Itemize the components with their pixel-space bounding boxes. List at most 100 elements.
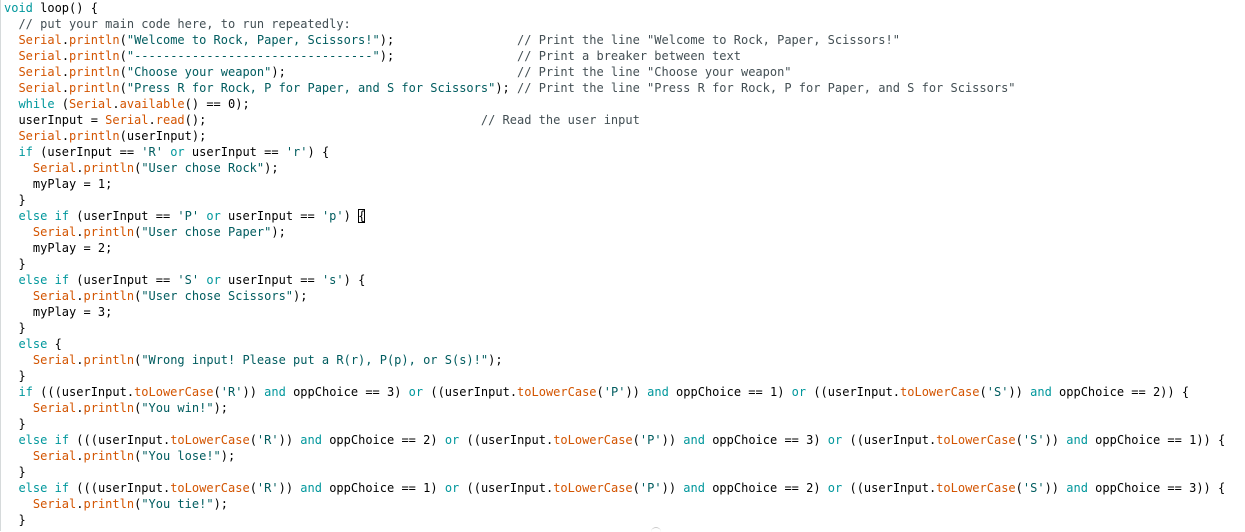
code-token: Serial: [69, 97, 113, 111]
code-token: println: [83, 497, 135, 511]
code-token: Serial: [18, 65, 62, 79]
code-token: Serial: [18, 49, 62, 63]
code-line[interactable]: Serial.println("You tie!");: [1, 496, 1245, 512]
code-token: or: [444, 481, 460, 495]
code-token: else: [18, 273, 48, 287]
code-token: (: [1015, 433, 1023, 447]
code-token: "Wrong input! Please put a R(r), P(p), o…: [141, 353, 489, 367]
code-token: ((userInput.: [842, 433, 937, 447]
code-line[interactable]: // put your main code here, to run repea…: [1, 16, 1245, 32]
code-token: )): [278, 433, 301, 447]
code-token: if: [18, 385, 33, 399]
code-token: println: [83, 289, 135, 303]
code-line[interactable]: else {: [1, 336, 1245, 352]
code-token: [4, 481, 18, 495]
code-token: [4, 97, 18, 111]
code-token: oppChoice == 2)) {: [1051, 385, 1190, 399]
code-token: "User chose Scissors": [141, 289, 294, 303]
code-token: oppChoice == 1): [668, 385, 792, 399]
code-line[interactable]: else if (userInput == 'P' or userInput =…: [1, 208, 1245, 224]
code-token: println: [69, 65, 120, 79]
code-line[interactable]: myPlay = 2;: [1, 240, 1245, 256]
code-token: if: [54, 209, 70, 223]
code-line[interactable]: }: [1, 464, 1245, 480]
code-line[interactable]: Serial.println("You win!");: [1, 400, 1245, 416]
code-token: (: [632, 481, 640, 495]
code-token: 'R': [141, 145, 163, 159]
code-token: (: [134, 225, 142, 239]
code-token: );: [271, 225, 286, 239]
code-token: )): [1044, 481, 1067, 495]
code-token: else: [18, 433, 48, 447]
code-line[interactable]: Serial.println("User chose Scissors");: [1, 288, 1245, 304]
code-line[interactable]: if (((userInput.toLowerCase('R')) and op…: [1, 384, 1245, 400]
code-line[interactable]: }: [1, 192, 1245, 208]
code-line[interactable]: myPlay = 1;: [1, 176, 1245, 192]
code-token: .: [61, 33, 70, 47]
code-token: .: [148, 113, 156, 127]
code-line[interactable]: Serial.println("Choose your weapon"); //…: [1, 64, 1245, 80]
code-line[interactable]: Serial.println("User chose Paper");: [1, 224, 1245, 240]
code-token: // Print the line "Press R for Rock, P f…: [517, 81, 1016, 95]
code-line[interactable]: Serial.println("User chose Rock");: [1, 160, 1245, 176]
code-line[interactable]: Serial.println(userInput);: [1, 128, 1245, 144]
code-line[interactable]: void loop() {: [1, 0, 1245, 16]
code-token: ((userInput.: [806, 385, 901, 399]
code-token: // Print the line "Choose your weapon": [517, 65, 792, 79]
code-token: .: [61, 49, 70, 63]
code-token: oppChoice == 3): [704, 433, 828, 447]
code-token: .: [61, 129, 70, 143]
code-line[interactable]: }: [1, 368, 1245, 384]
code-line[interactable]: myPlay = 3;: [1, 304, 1245, 320]
code-token: userInput ==: [220, 209, 322, 223]
code-token: "Press R for Rock, P for Paper, and S fo…: [126, 81, 496, 95]
code-line[interactable]: }: [1, 416, 1245, 432]
code-token: userInput ==: [184, 145, 286, 159]
code-token: (: [119, 33, 127, 47]
code-line[interactable]: }: [1, 320, 1245, 336]
code-token: (: [213, 385, 221, 399]
code-token: 'r': [285, 145, 308, 159]
code-token: oppChoice == 1)) {: [1087, 433, 1226, 447]
code-token: println: [83, 449, 135, 463]
code-token: 'S': [986, 385, 1009, 399]
code-line[interactable]: Serial.println("You lose!");: [1, 448, 1245, 464]
code-token: and: [647, 385, 669, 399]
code-token: .: [76, 225, 84, 239]
code-line[interactable]: else if (userInput == 'S' or userInput =…: [1, 272, 1245, 288]
code-token: 'P': [639, 433, 662, 447]
code-token: Serial: [32, 353, 77, 367]
code-token: println: [69, 81, 120, 95]
code-token: (: [119, 49, 127, 63]
code-token: .: [76, 289, 84, 303]
code-line[interactable]: }: [1, 512, 1245, 528]
code-token: myPlay = 3;: [4, 305, 113, 319]
code-line[interactable]: Serial.println("Press R for Rock, P for …: [1, 80, 1245, 96]
code-token: () == 0);: [184, 97, 250, 111]
code-token: // Read the user input: [480, 113, 640, 127]
code-token: [4, 225, 33, 239]
code-line[interactable]: else if (((userInput.toLowerCase('R')) a…: [1, 432, 1245, 448]
code-line[interactable]: Serial.println("Welcome to Rock, Paper, …: [1, 32, 1245, 48]
code-line[interactable]: Serial.println("------------------------…: [1, 48, 1245, 64]
code-token: (: [134, 497, 142, 511]
code-token: [4, 433, 18, 447]
code-line[interactable]: Serial.println("Wrong input! Please put …: [1, 352, 1245, 368]
code-token: println: [83, 353, 135, 367]
code-token: );: [213, 497, 229, 511]
code-token: (: [632, 433, 640, 447]
code-token: (: [134, 353, 142, 367]
code-line[interactable]: while (Serial.available() == 0);: [1, 96, 1245, 112]
code-token: if: [54, 433, 70, 447]
code-line[interactable]: userInput = Serial.read(); // Read the u…: [1, 112, 1245, 128]
code-line[interactable]: else if (((userInput.toLowerCase('R')) a…: [1, 480, 1245, 496]
code-token: ) {: [307, 145, 330, 159]
code-token: )): [278, 481, 301, 495]
code-token: while: [18, 97, 55, 111]
code-line[interactable]: }: [1, 256, 1245, 272]
code-token: Serial: [32, 497, 77, 511]
code-token: println: [83, 401, 135, 415]
code-line[interactable]: if (userInput == 'R' or userInput == 'r'…: [1, 144, 1245, 160]
